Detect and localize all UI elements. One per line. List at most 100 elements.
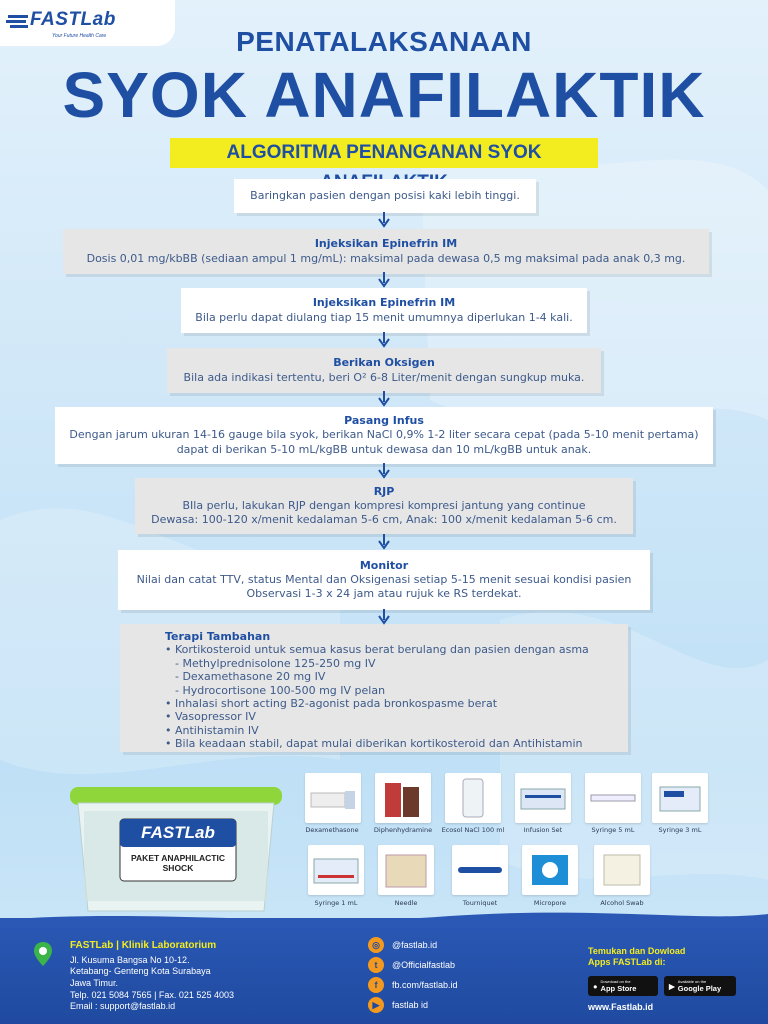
terapi-heading: Terapi Tambahan: [165, 630, 271, 643]
product-alcohol-swab: [594, 845, 650, 895]
logo-text: FASTLab: [30, 9, 116, 30]
step-text: BIla perlu, lakukan RJP dengan kompresi …: [182, 498, 586, 512]
algorithm-banner: ALGORITMA PENANGANAN SYOK ANAFILAKTIK: [170, 138, 598, 193]
footer-address: Jl. Kusuma Bangsa No 10-12. Ketabang- Ge…: [70, 955, 270, 989]
product-label: Syringe 3 mL: [658, 826, 702, 834]
instagram-link[interactable]: @fastlab.id: [392, 940, 438, 950]
apps-title-line: Temukan dan Dowload: [588, 946, 686, 956]
youtube-icon[interactable]: ▶: [368, 997, 384, 1013]
terapi-item: • Vasopressor IV: [165, 710, 256, 724]
step-text: Baringkan pasien dengan posisi kaki lebi…: [250, 188, 520, 202]
page-title: SYOK ANAFILAKTIK: [62, 59, 706, 131]
flow-arrow-icon: [378, 212, 390, 228]
twitter-link[interactable]: @Officialfastlab: [392, 960, 455, 970]
flow-arrow-icon: [378, 332, 390, 348]
facebook-link[interactable]: fb.com/fastlab.id: [392, 980, 458, 990]
product-syringe-1ml: [308, 845, 364, 895]
apps-title: Temukan dan Dowload Apps FASTLab di:: [588, 946, 685, 969]
google-play-name: Google Play: [677, 984, 722, 993]
product-label: Tourniquet: [462, 899, 498, 907]
product-label: Alcohol Swab: [600, 899, 644, 907]
step-oksigen: Berikan Oksigen Bila ada indikasi terten…: [167, 348, 601, 393]
product-ecosol-nacl: [445, 773, 501, 823]
location-pin-icon: [34, 942, 52, 966]
product-diphenhydramine: [375, 773, 431, 823]
step-heading: Pasang Infus: [344, 414, 424, 428]
twitter-icon[interactable]: t: [368, 957, 384, 973]
step-infus: Pasang Infus Dengan jarum ukuran 14-16 g…: [55, 407, 713, 464]
product-label: Ecosol NaCl 100 ml: [441, 826, 505, 834]
email-text: Email : support@fastlab.id: [70, 1001, 176, 1012]
product-label: Infusion Set: [523, 826, 563, 834]
product-tourniquet: [452, 845, 508, 895]
product-label: Dexamethasone: [305, 826, 359, 834]
website-link[interactable]: www.Fastlab.id: [588, 1002, 654, 1012]
address-line: Jawa Timur.: [70, 977, 119, 988]
step-heading: Berikan Oksigen: [333, 356, 435, 370]
logo-container: FASTLab Your Future Health Care: [0, 0, 175, 46]
product-label: Diphenhydramine: [373, 826, 433, 834]
speed-lines-icon: [6, 15, 28, 28]
footer-brand: FASTLab | Klinik Laboratorium: [70, 940, 217, 951]
product-micropore: [522, 845, 578, 895]
flow-arrow-icon: [378, 609, 390, 625]
terapi-item: - Hydrocortisone 100-500 mg IV pelan: [175, 683, 386, 697]
product-label: Micropore: [533, 899, 567, 907]
step-rjp: RJP BIla perlu, lakukan RJP dengan kompr…: [135, 478, 633, 534]
flow-arrow-icon: [378, 534, 390, 550]
footer-contact: Telp. 021 5084 7565 | Fax. 021 525 4003 …: [70, 990, 234, 1013]
youtube-link[interactable]: fastlab id: [392, 1000, 429, 1010]
step-heading: Injeksikan Epinefrin IM: [314, 237, 458, 251]
step-heading: Monitor: [359, 558, 409, 572]
product-needle: [378, 845, 434, 895]
product-infusion-set: [515, 773, 571, 823]
address-line: Jl. Kusuma Bangsa No 10-12.: [70, 955, 190, 965]
terapi-item: • Antihistamin IV: [165, 723, 259, 737]
google-play-small: Available on the: [677, 979, 707, 984]
product-label: Syringe 5 mL: [591, 826, 635, 834]
step-text: Observasi 1-3 x 24 jam atau rujuk ke RS …: [246, 587, 522, 601]
title-line-1: PENATALAKSANAAN: [236, 26, 532, 57]
step-epinefrin-2: Injeksikan Epinefrin IM Bila perlu dapat…: [181, 288, 587, 333]
step-epinefrin-1: Injeksikan Epinefrin IM Dosis 0,01 mg/kb…: [63, 229, 709, 274]
app-store-name: App Store: [600, 984, 637, 993]
terapi-item: - Methylprednisolone 125-250 mg IV: [175, 656, 376, 670]
flow-arrow-icon: [378, 463, 390, 479]
address-line: Ketabang- Genteng Kota Surabaya: [70, 966, 211, 977]
phone-text: Telp. 021 5084 7565 | Fax. 021 525 4003: [70, 990, 234, 1000]
app-store-small: Download on the: [600, 979, 631, 984]
step-heading: RJP: [373, 484, 395, 498]
flow-arrow-icon: [378, 272, 390, 288]
step-text: Dewasa: 100-120 x/menit kedalaman 5-6 cm…: [151, 513, 617, 527]
product-dexamethasone: [305, 773, 361, 823]
product-label: Needle: [394, 899, 418, 907]
flow-arrow-icon: [378, 391, 390, 407]
instagram-icon[interactable]: ◎: [368, 937, 384, 953]
apple-icon: ●: [593, 981, 598, 991]
step-text: Dosis 0,01 mg/kbBB (sediaan ampul 1 mg/m…: [86, 251, 686, 265]
terapi-item: • Kortikosteroid untuk semua kasus berat…: [165, 643, 589, 657]
step-text: Bila perlu dapat diulang tiap 15 menit u…: [195, 310, 573, 324]
step-text: dapat di berikan 5-10 mL/kgBB untuk dewa…: [176, 442, 592, 456]
step-heading: Injeksikan Epinefrin IM: [312, 296, 456, 310]
product-syringe-3ml: [652, 773, 708, 823]
apps-title-line: Apps FASTLab di:: [588, 957, 666, 968]
play-icon: ▶: [669, 981, 675, 991]
terapi-item: • Bila keadaan stabil, dapat mulai diber…: [165, 737, 583, 751]
step-elevate-legs: Baringkan pasien dengan posisi kaki lebi…: [234, 179, 536, 213]
anaphylactic-kit-image: FASTLab PAKET ANAPHILACTIC SHOCK: [60, 775, 292, 915]
kit-label: PAKET ANAPHILACTIC SHOCK: [131, 853, 225, 874]
kit-brand: FASTLab: [141, 823, 215, 842]
step-text: Bila ada indikasi tertentu, beri O² 6-8 …: [183, 370, 585, 384]
step-monitor: Monitor Nilai dan catat TTV, status Ment…: [118, 550, 650, 610]
terapi-tambahan-box: Terapi Tambahan • Kortikosteroid untuk s…: [120, 624, 628, 752]
footer: [0, 912, 768, 1024]
facebook-icon[interactable]: f: [368, 977, 384, 993]
terapi-item: - Dexamethasone 20 mg IV: [175, 670, 326, 684]
product-syringe-5ml: [585, 773, 641, 823]
step-text: Dengan jarum ukuran 14-16 gauge bila syo…: [69, 428, 699, 442]
product-label: Syringe 1 mL: [314, 899, 358, 907]
step-text: Nilai dan catat TTV, status Mental dan O…: [136, 572, 632, 586]
